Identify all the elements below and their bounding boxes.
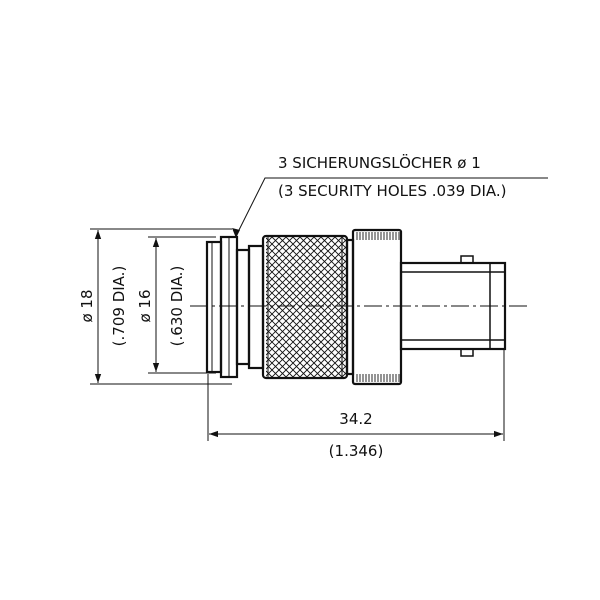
dim-length: 34.2 (1.346) [207, 350, 505, 460]
length-inch-label: (1.346) [329, 442, 384, 460]
inner-dia-metric-label: ø 16 [136, 289, 154, 322]
outer-dia-inch-label: (.709 DIA.) [110, 266, 128, 347]
outer-dia-metric-label: ø 18 [78, 289, 96, 322]
callout-line-2: (3 SECURITY HOLES .039 DIA.) [278, 182, 507, 200]
length-metric-label: 34.2 [339, 410, 372, 428]
dim-inner-diameter: ø 16 (.630 DIA.) [136, 236, 216, 374]
connector-body [205, 228, 507, 386]
dim-outer-diameter: ø 18 (.709 DIA.) [78, 228, 232, 385]
front-interface [399, 255, 507, 357]
bayonet-sleeve [351, 228, 403, 386]
callout-line-1: 3 SICHERUNGSLÖCHER ø 1 [278, 153, 481, 172]
inner-dia-inch-label: (.630 DIA.) [168, 266, 186, 347]
knurled-nut [261, 234, 349, 380]
leader-line [232, 177, 548, 238]
